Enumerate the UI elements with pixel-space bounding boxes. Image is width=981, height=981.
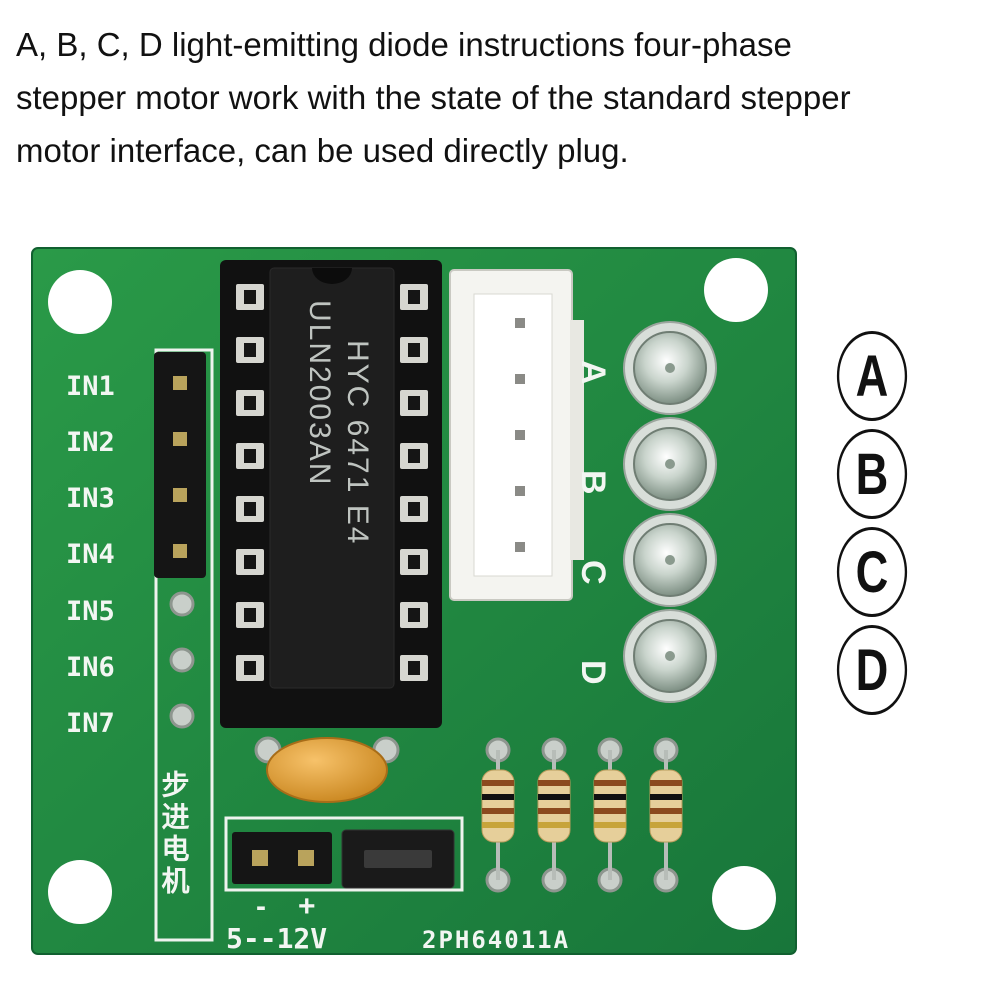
callout-d: D [836, 625, 908, 715]
connector-pin [515, 318, 525, 328]
power-minus-label: - [256, 890, 266, 923]
motor-chinese-label: 步进电机 [158, 770, 191, 898]
ic-pin-hole [408, 661, 420, 675]
mounting-hole [48, 270, 112, 334]
ic-pin-hole [244, 661, 256, 675]
input-label-in1: IN1 [66, 371, 115, 402]
ic-pin-hole [244, 396, 256, 410]
power-pin-plus [298, 850, 314, 866]
input-label-in2: IN2 [66, 427, 115, 458]
resistor-band [594, 780, 626, 786]
pad-in7 [169, 703, 195, 729]
resistor-band [538, 794, 570, 800]
chip-marking-1: HYC 6471 E4 [341, 340, 374, 545]
connector-label-a: A [574, 360, 612, 385]
power-header-outline [224, 816, 464, 892]
ic-pin-hole [244, 502, 256, 516]
resistor-band [482, 794, 514, 800]
connector-pins [515, 318, 525, 552]
resistor-band [538, 780, 570, 786]
ic-pin-hole [244, 608, 256, 622]
connector-pin [515, 542, 525, 552]
resistor-band [482, 808, 514, 814]
header-pin [173, 376, 187, 390]
caption-line: stepper motor work with the state of the… [16, 79, 851, 116]
ic-pin-hole [408, 502, 420, 516]
input-header [154, 352, 206, 578]
part-number-label: 2PH64011A [422, 926, 570, 954]
caption-line: motor interface, can be used directly pl… [16, 132, 629, 169]
ic-pin-hole [408, 290, 420, 304]
ic-pin-hole [244, 290, 256, 304]
input-label-in4: IN4 [66, 539, 115, 570]
driver-board-photo: HYC 6471 E4 ULN2003AN A B C D [30, 240, 800, 960]
ceramic-capacitor [266, 737, 388, 803]
ic-pin-hole [244, 555, 256, 569]
phase-callouts: A B C D [827, 331, 919, 723]
input-label-in6: IN6 [66, 652, 115, 683]
chip-notch [312, 268, 352, 284]
resistor-band [594, 822, 626, 828]
led-column [623, 321, 717, 703]
resistor-band [594, 808, 626, 814]
chip-marking-2: ULN2003AN [303, 300, 336, 486]
led-die [665, 555, 675, 565]
input-label-in3: IN3 [66, 483, 115, 514]
input-label-in5: IN5 [66, 596, 115, 627]
ic-pin-hole [408, 555, 420, 569]
pad-in6 [169, 647, 195, 673]
ic-pin-hole [408, 449, 420, 463]
ic-pin-hole [408, 396, 420, 410]
resistor-band [538, 822, 570, 828]
led-die [665, 363, 675, 373]
connector-pin [515, 374, 525, 384]
resistor-array [481, 737, 683, 893]
resistor-band [650, 822, 682, 828]
silkscreen-outline [154, 348, 214, 942]
connector-pin [515, 486, 525, 496]
caption-line: A, B, C, D light-emitting diode instruct… [16, 26, 792, 63]
power-header [232, 832, 332, 884]
mounting-hole [48, 860, 112, 924]
ic-pin-hole [244, 343, 256, 357]
led-die [665, 459, 675, 469]
resistor-band [538, 808, 570, 814]
mounting-hole [704, 258, 768, 322]
mounting-hole [712, 866, 776, 930]
input-label-in7: IN7 [66, 708, 115, 739]
voltage-label: 5--12V [226, 922, 327, 955]
power-pin-minus [252, 850, 268, 866]
header-pin [173, 432, 187, 446]
resistor-band [594, 794, 626, 800]
ic-pin-hole [408, 608, 420, 622]
resistor-band [650, 780, 682, 786]
pad-in5 [169, 591, 195, 617]
connector-pin [515, 430, 525, 440]
resistor-band [482, 780, 514, 786]
resistor-band [482, 822, 514, 828]
callout-a: A [836, 331, 908, 421]
resistor-band [650, 808, 682, 814]
connector-label-c: C [574, 560, 612, 585]
caption-text: A, B, C, D light-emitting diode instruct… [16, 18, 976, 177]
callout-b: B [836, 429, 908, 519]
power-plus-label: + [298, 890, 316, 923]
callout-c: C [836, 527, 908, 617]
resistor-band [650, 794, 682, 800]
ic-pins [236, 284, 428, 681]
ic-pin-hole [244, 449, 256, 463]
header-pins [173, 376, 187, 558]
header-pin [173, 544, 187, 558]
led-die [665, 651, 675, 661]
ic-pin-hole [408, 343, 420, 357]
connector-label-d: D [574, 660, 612, 685]
pcb-illustration: HYC 6471 E4 ULN2003AN A B C D [31, 247, 797, 955]
connector-label-b: B [574, 470, 612, 495]
header-pin [173, 488, 187, 502]
